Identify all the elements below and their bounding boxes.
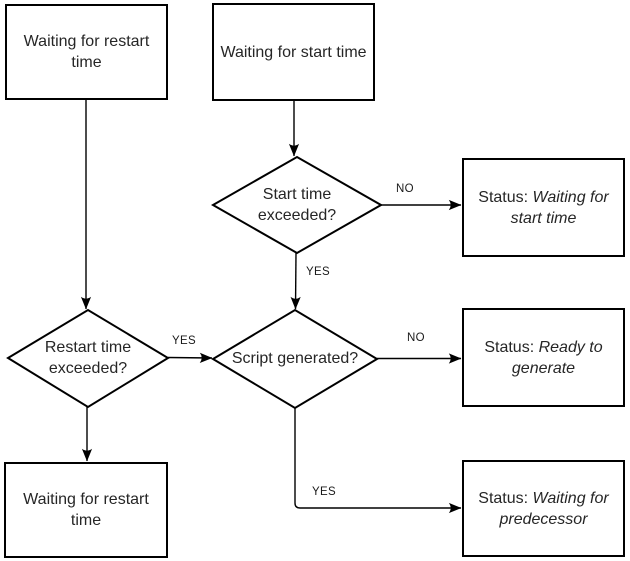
edge-label-script-no: NO xyxy=(407,332,425,344)
process-waiting-restart-bottom-label: Waiting for restart time xyxy=(23,491,149,529)
edge-label-start-no: NO xyxy=(396,183,414,195)
status-prefix: Status: xyxy=(484,338,539,356)
process-waiting-restart-bottom: Waiting for restart time xyxy=(4,462,168,558)
status-prefix: Status: xyxy=(478,489,533,507)
edge-script-decision-yes xyxy=(294,408,462,514)
status-value: Ready to generate xyxy=(511,338,603,377)
process-waiting-restart-top-label: Waiting for restart time xyxy=(23,33,150,71)
decision-script-generated-shape xyxy=(211,308,379,410)
decision-restart-time-label: Restart time exceeded? xyxy=(44,339,132,377)
status-value: Waiting for start time xyxy=(510,188,609,227)
status-waiting-predecessor-label: Status: Waiting for predecessor xyxy=(468,488,620,530)
status-ready-to-generate: Status: Ready to generate xyxy=(462,308,625,407)
process-waiting-restart-top: Waiting for restart time xyxy=(5,4,168,100)
decision-start-time-shape xyxy=(210,155,384,255)
edge-label-restart-yes: YES xyxy=(172,335,196,347)
edge-label-script-yes: YES xyxy=(312,486,336,498)
status-value: Waiting for predecessor xyxy=(499,489,609,528)
edge-label-start-yes: YES xyxy=(306,266,330,278)
edge-restart-decision-yes xyxy=(167,352,213,363)
status-waiting-start-time-label: Status: Waiting for start time xyxy=(468,187,620,229)
status-prefix: Status: xyxy=(478,188,533,206)
status-ready-to-generate-label: Status: Ready to generate xyxy=(468,337,620,379)
decision-restart-time-shape xyxy=(6,308,170,409)
decision-script-generated-label: Script generated? xyxy=(231,350,359,367)
process-waiting-start-label: Waiting for start time xyxy=(220,43,367,61)
status-waiting-predecessor: Status: Waiting for predecessor xyxy=(462,460,625,557)
decision-start-time-label: Start time exceeded? xyxy=(257,186,337,224)
status-waiting-start-time: Status: Waiting for start time xyxy=(462,158,625,257)
edge-start-decision-yes xyxy=(290,252,301,310)
process-waiting-start: Waiting for start time xyxy=(212,3,375,101)
